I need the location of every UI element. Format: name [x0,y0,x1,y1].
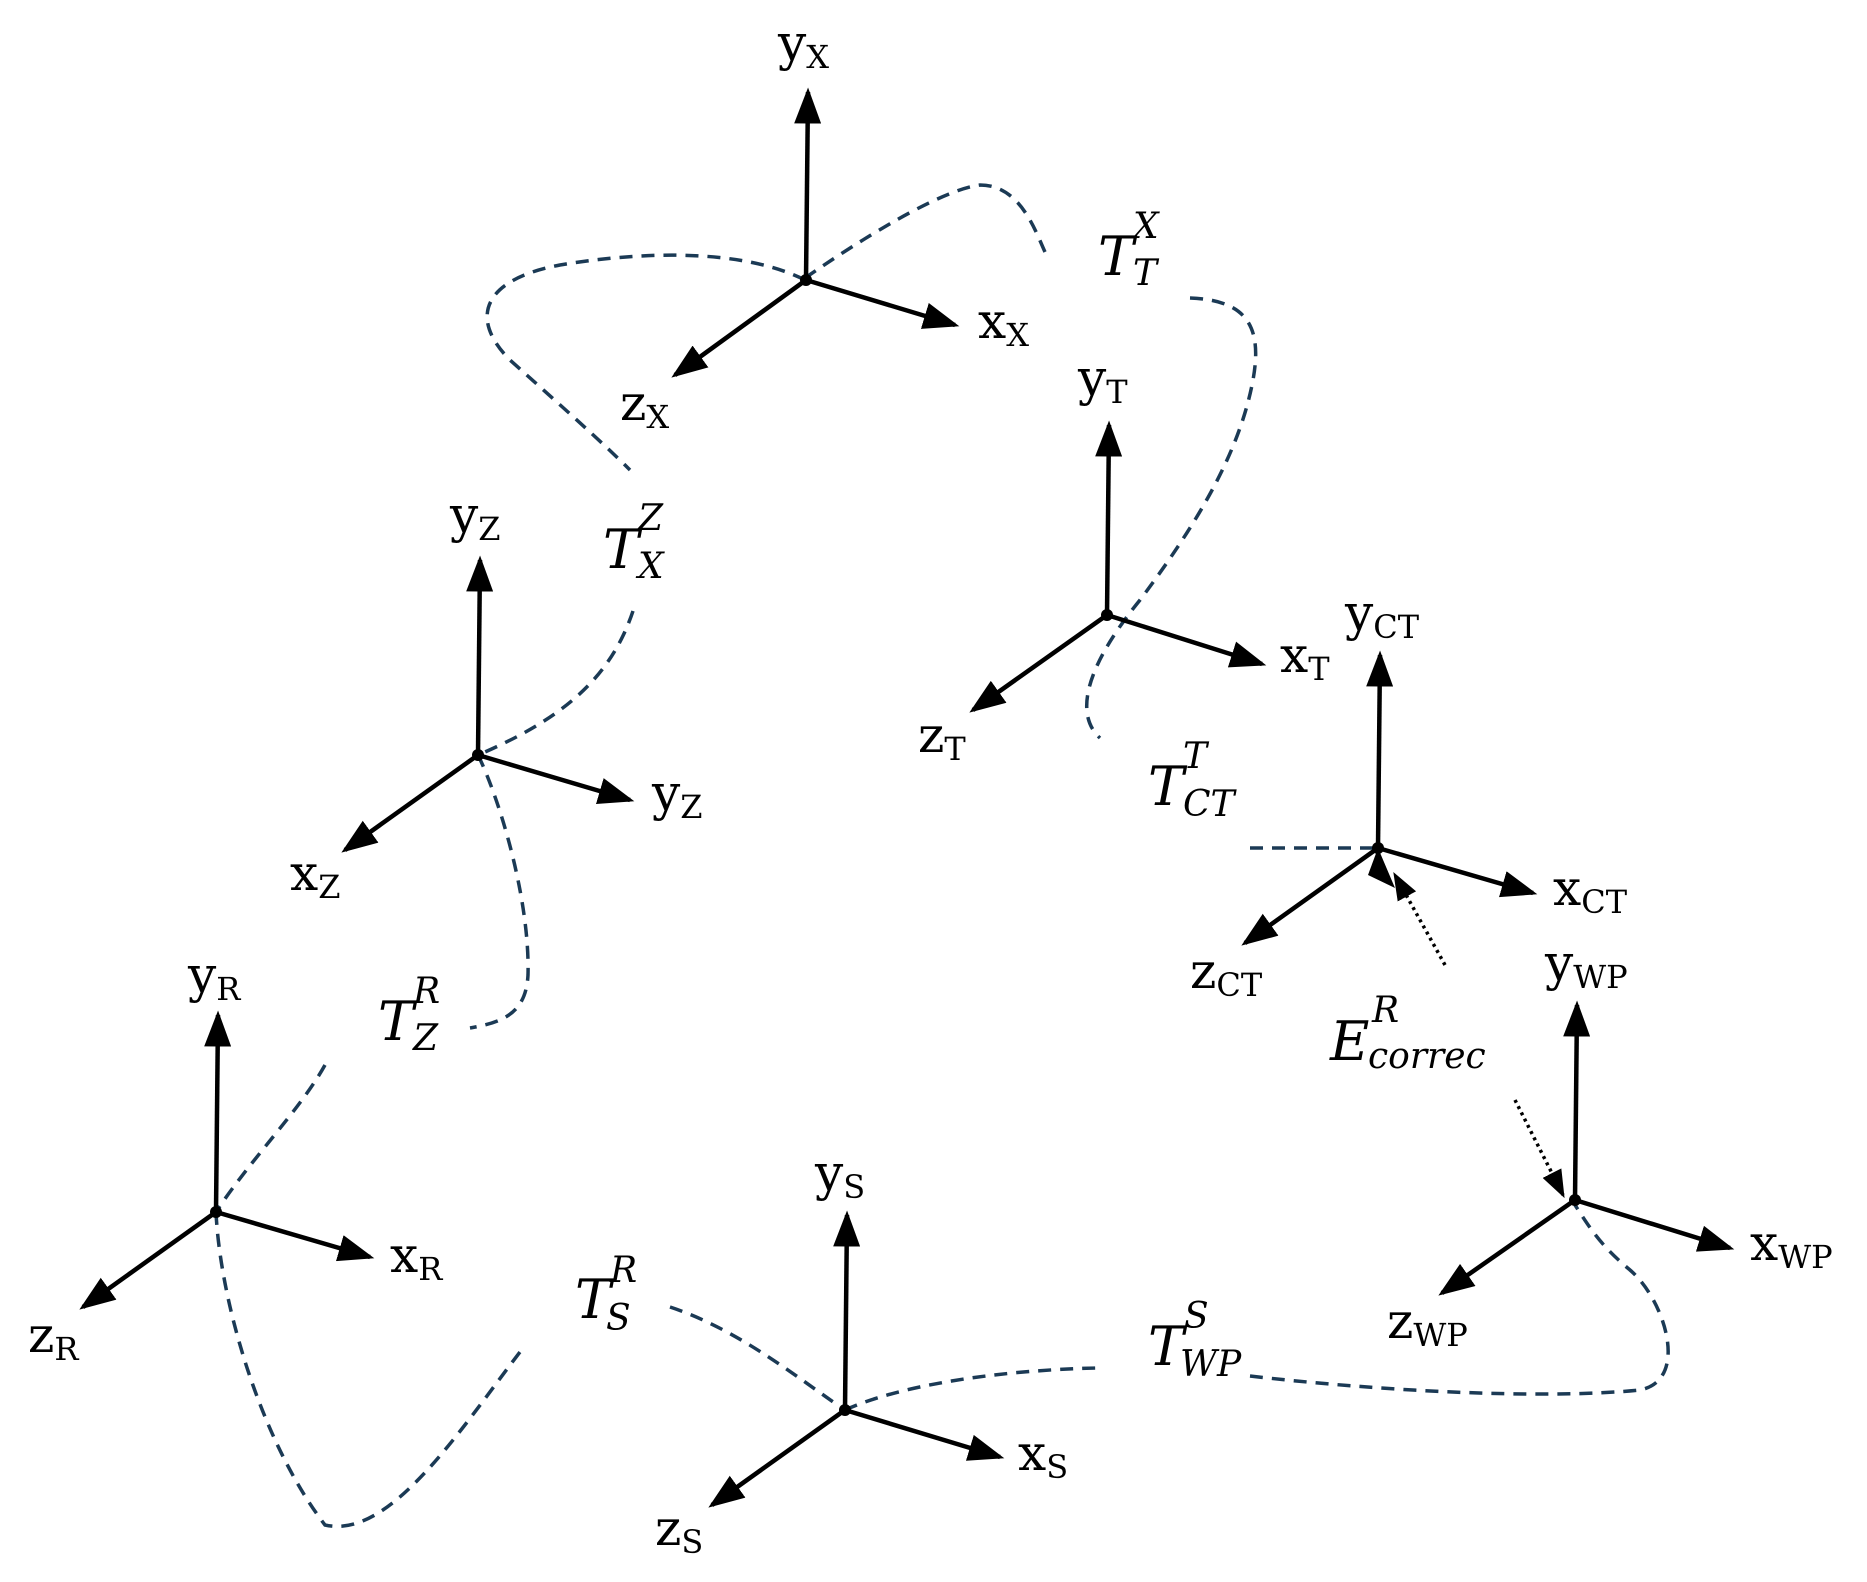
frame-wp: yWP xWP zWP [1387,934,1833,1354]
axis-left [1438,1198,1577,1296]
frame-ct-label-right: xCT [1553,859,1628,921]
transform-label-t-wp-s: T S WP [1148,1296,1242,1385]
curve-t-to-ct [1085,296,1258,740]
axis-right [1377,845,1538,898]
frame-wp-label-right: xWP [1750,1214,1833,1276]
frame-x-label-right: xX [978,292,1029,354]
frame-s: yS xS zS [655,1144,1068,1561]
frame-r-label-left: zR [28,1306,79,1368]
transform-label-t-z-r: T R Z [378,971,445,1059]
frame-r-label-up: yR [187,946,241,1008]
correction-arrows [1393,871,1565,1199]
axis-up [466,555,494,756]
frame-z-label-left: xZ [290,844,340,906]
curve-x-to-t [804,183,1047,280]
axis-left [341,753,480,853]
frame-ct-label-left: zCT [1190,942,1263,1004]
frame-z: yZ yZ xZ [290,486,702,906]
frame-t: yT xT zT [918,349,1330,768]
origin-point [210,1206,222,1218]
axis-left [969,613,1109,713]
axis-up [204,1010,232,1213]
frame-r: yR xR zR [28,946,443,1368]
transform-curves [214,183,1670,1529]
curve-x-to-z [485,253,806,472]
frame-x-label-up: yX [777,14,829,76]
curve-r-to-s [669,1305,846,1412]
curve-s-to-wp [844,1366,1099,1412]
frame-z-label-right: yZ [651,764,702,826]
transform-label-t-x-z: T Z X [603,498,668,587]
frame-t-label-left: zT [918,706,966,768]
curve-wp-return [1249,1204,1670,1396]
axis-right [1106,612,1267,668]
axis-left [1241,846,1380,946]
axis-right [1574,1197,1735,1252]
frame-x: yX xX zX [620,14,1029,436]
transform-label-t-ct-t: T T CT [1148,736,1238,825]
origin-point [1101,609,1113,621]
transform-label-e-correc-r: E R correc [1329,990,1486,1077]
axis-left [671,278,808,378]
transform-label-t-s-r: T R S [575,1250,642,1339]
axis-up [1095,420,1123,616]
frame-t-label-right: xT [1280,626,1330,688]
transform-labels: T X T T Z X T T CT T R Z E R correc T R … [378,206,1486,1385]
frame-ct: yCT xCT zCT [1190,584,1628,1004]
frame-z-label-up: yZ [449,486,500,548]
axis-up [833,1210,861,1411]
origin-point [472,749,484,761]
frame-r-label-right: xR [390,1226,443,1288]
frame-s-label-up: yS [814,1144,865,1206]
origin-point [800,274,812,286]
correction-arrow-wp [1513,1099,1565,1199]
transform-label-t-t-x: T X T [1098,206,1164,294]
axis-left [708,1408,847,1508]
correction-pointer [1368,848,1395,888]
curve-r-a [214,1064,327,1213]
frame-wp-label-up: yWP [1544,934,1628,996]
curve-r-b [214,1211,525,1529]
axis-up [1563,1000,1591,1201]
origin-point [1569,1194,1581,1206]
axis-right [215,1209,375,1262]
curve-z-a [477,610,635,757]
axis-left [79,1210,218,1310]
axis-right [477,752,635,805]
frame-ct-label-up: yCT [1344,584,1420,646]
axis-up [1366,650,1394,849]
axis-up [794,87,822,281]
frame-s-label-right: xS [1018,1424,1068,1486]
frame-wp-label-left: zWP [1387,1292,1468,1354]
curve-z-b [469,754,530,1030]
correction-arrow-ct [1393,871,1447,966]
frame-s-label-left: zS [655,1499,703,1561]
axis-right [844,1407,1005,1461]
frame-x-label-left: zX [620,374,669,436]
axis-right [805,277,960,329]
origin-point [839,1404,851,1416]
frame-t-label-up: yT [1077,349,1128,411]
